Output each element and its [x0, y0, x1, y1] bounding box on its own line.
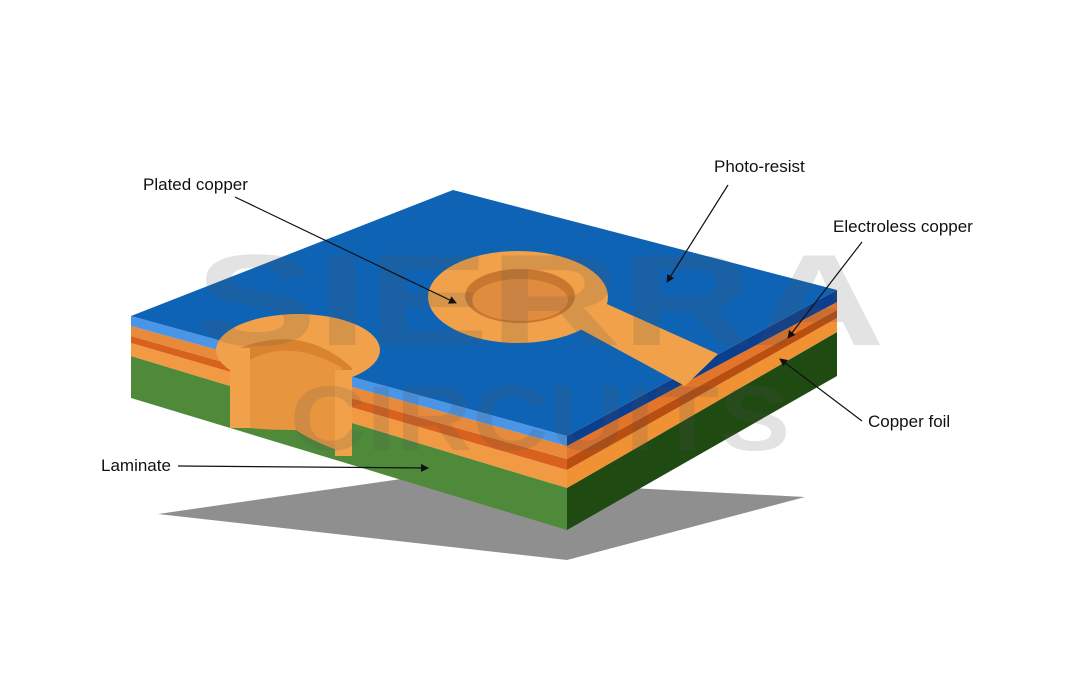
plated-copper-right-face: [567, 302, 837, 459]
cutaway-via: [216, 314, 380, 456]
label-laminate: Laminate: [101, 456, 171, 475]
watermark-line2: CIRCUITS: [290, 368, 790, 470]
via-inner-wall: [250, 350, 342, 452]
leader-laminate: [177, 463, 429, 472]
leader-plated-copper: [234, 196, 457, 304]
plated-copper-pad: [428, 251, 718, 386]
watermark-line1: SIERRA: [195, 227, 885, 373]
leader-electroless-copper: [787, 241, 863, 339]
pad-hole-inner: [472, 279, 568, 321]
label-electroless-copper: Electroless copper: [833, 217, 973, 236]
board-shadow: [158, 477, 805, 560]
copper-foil-right-face: [567, 318, 837, 488]
label-copper-foil: Copper foil: [868, 412, 951, 431]
electroless-copper-right-face: [567, 310, 837, 470]
leader-photo-resist: [666, 184, 729, 283]
leader-copper-foil: [779, 358, 863, 422]
laminate-right-face: [567, 332, 837, 530]
via-wall-left: [230, 348, 250, 428]
watermark: SIERRA CIRCUITS: [195, 227, 885, 470]
pad-trace: [560, 300, 718, 386]
via-wall-right: [335, 370, 352, 456]
leader-lines: [177, 184, 863, 472]
label-plated-copper: Plated copper: [143, 175, 248, 194]
label-photo-resist: Photo-resist: [714, 157, 805, 176]
